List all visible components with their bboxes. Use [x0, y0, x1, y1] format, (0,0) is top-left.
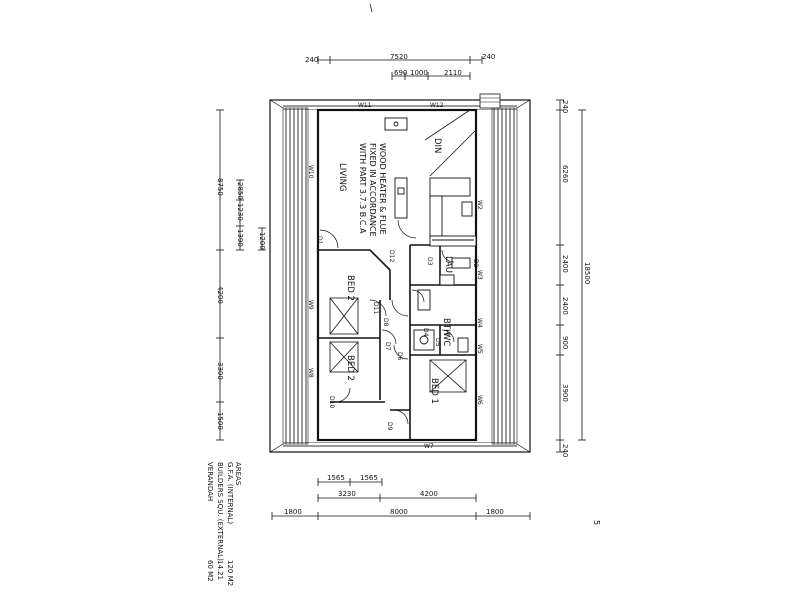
dim-left-8750: 8750 [216, 178, 224, 196]
dim-top-240-right: 240 [482, 53, 495, 61]
dim-bottom-1565-b: 1565 [360, 474, 378, 482]
window-labels: W11 W12 W7 W10 W9 W8 W2 W3 W4 W5 W6 [307, 102, 483, 450]
window-w9: W9 [307, 300, 314, 310]
door-swings [319, 219, 455, 425]
room-labels: DIN LIVING BED 2 BED 2 BED 1 BTH LAU WC [337, 138, 453, 404]
dim-bottom-4200: 4200 [420, 490, 438, 498]
building-outline [269, 93, 531, 453]
heater-note-line3: WITH PART 3.7.3 B.C.A [358, 143, 367, 234]
door-d2: D2 [472, 259, 479, 268]
dim-bottom-1565-a: 1565 [327, 474, 345, 482]
door-labels: D1 D2 D3 D4 D5 D6 D7 D8 D9 D10 D11 D12 [316, 236, 479, 431]
door-d10: D10 [328, 396, 335, 408]
dim-left-3300: 3300 [216, 362, 224, 380]
window-w11: W11 [358, 102, 372, 109]
heater-note-line2: FIXED IN ACCORDANCE [368, 143, 377, 237]
dim-bottom-8000: 8000 [390, 508, 408, 516]
dim-bottom-1800-right: 1800 [486, 508, 504, 516]
dim-right-240-bottom: 240 [561, 444, 569, 457]
dim-top-1000: 1000 [410, 69, 428, 77]
areas-table: AREAS G.F.A. (INTERNAL) 120 M2 BUILDERS … [206, 462, 242, 586]
dim-top-240-left: 240 [305, 56, 318, 64]
dim-right-6260: 6260 [561, 165, 569, 183]
dim-left-1230: 1230 [236, 203, 244, 221]
dim-left-1200: 1200 [258, 232, 266, 250]
window-w2: W2 [476, 200, 483, 210]
door-d12: D12 [388, 250, 395, 262]
door-d5: D5 [434, 338, 441, 347]
window-w6: W6 [476, 395, 483, 405]
window-w8: W8 [307, 368, 314, 378]
dim-left-1500: 1500 [216, 412, 224, 430]
bathroom-fixtures [413, 257, 471, 353]
dim-left-4200: 4200 [216, 286, 224, 304]
door-d9: D9 [386, 422, 393, 431]
window-w12: W12 [430, 102, 444, 109]
heater-note-line1: WOOD HEATER & FLUE [378, 143, 387, 235]
scan-mark [369, 3, 373, 13]
areas-row-verandah-value: 60 M2 [206, 560, 214, 582]
room-bed1: BED 1 [429, 378, 439, 404]
door-d7: D7 [384, 342, 391, 351]
dim-left-2850: 2850 [236, 182, 244, 200]
kitchen-cabinets [384, 117, 477, 247]
room-bth: BTH [441, 318, 451, 335]
dim-top-690: 690 [394, 69, 407, 77]
dim-left-1390: 1390 [236, 229, 244, 247]
top-dimension-lines [317, 56, 483, 80]
window-w10: W10 [307, 165, 314, 179]
door-d11: D11 [372, 302, 379, 314]
dim-right-2400-upper: 2400 [561, 255, 569, 273]
door-d1: D1 [316, 236, 323, 245]
room-lau: LAU [443, 256, 453, 273]
dim-top-2110: 2110 [444, 69, 462, 77]
room-bed2-upper: BED 2 [345, 275, 355, 301]
dim-bottom-1800-left: 1800 [284, 508, 302, 516]
window-w4: W4 [476, 318, 483, 328]
dim-right-3900: 3900 [561, 384, 569, 402]
room-bed2-lower: BED 2 [345, 355, 355, 381]
window-w7: W7 [424, 443, 434, 450]
dim-top-7520: 7520 [390, 53, 408, 61]
door-d6: D6 [396, 352, 403, 361]
right-dimension-lines [556, 99, 586, 453]
room-wc: WC [441, 332, 451, 346]
window-w5: W5 [476, 344, 483, 354]
areas-heading: AREAS [234, 462, 242, 486]
left-dimension-lines [216, 109, 266, 441]
dim-right-240-top: 240 [561, 100, 569, 113]
heater-note: WOOD HEATER & FLUE FIXED IN ACCORDANCE W… [358, 143, 387, 237]
window-w3: W3 [476, 270, 483, 280]
door-d3: D3 [426, 257, 433, 266]
dim-right-18500: 18500 [583, 262, 591, 284]
areas-row-gfa-value: 120 M2 [226, 560, 234, 586]
room-living: LIVING [337, 163, 347, 192]
wardrobes [329, 109, 477, 393]
bottom-dimension-lines [271, 478, 531, 520]
areas-row-builders-label: BUILDERS SQU. (EXTERNAL) [216, 462, 224, 561]
dim-bottom-3230: 3230 [338, 490, 356, 498]
page-number: 5 [592, 520, 601, 525]
dim-right-2400-lower: 2400 [561, 297, 569, 315]
room-din: DIN [432, 138, 442, 153]
door-d4: D4 [422, 328, 429, 337]
dim-right-900: 900 [561, 336, 569, 349]
areas-row-gfa-label: G.F.A. (INTERNAL) [226, 462, 234, 524]
areas-row-verandah-label: VERANDAH [206, 462, 214, 501]
door-d8: D8 [382, 318, 389, 327]
areas-row-builders-value: 14.21 [216, 560, 224, 580]
